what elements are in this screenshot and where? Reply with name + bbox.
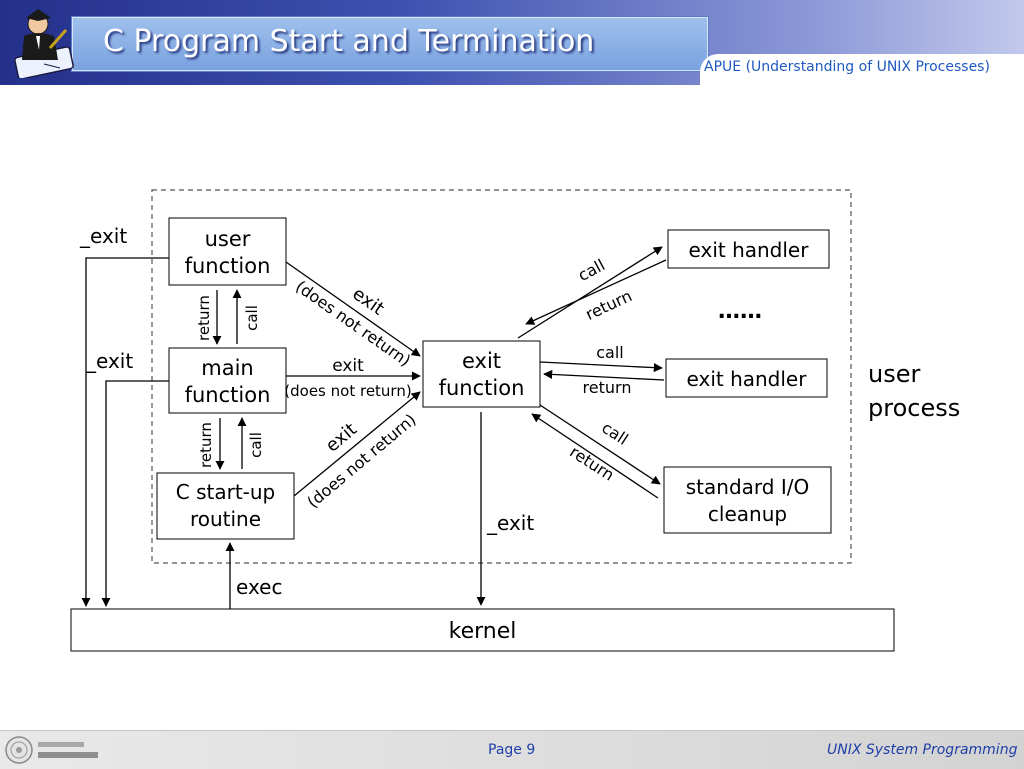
c-startup-routine-box: C start-up routine [156, 472, 295, 540]
course-name: UNIX System Programming [827, 742, 1018, 758]
svg-text:function: function [185, 254, 271, 278]
more-handlers-ellipsis: …… [718, 299, 762, 324]
handler2-return-arrow [543, 369, 665, 381]
title-panel [72, 17, 708, 71]
svg-text:user: user [205, 227, 251, 251]
handler2-call-label: call [596, 343, 624, 362]
exit-handler-box-1: exit handler [667, 229, 830, 269]
handler1-call-arrow [517, 246, 663, 339]
svg-text:standard I/O: standard I/O [686, 475, 809, 499]
main-exit-arrow [101, 380, 169, 607]
startup-to-exit-arrow [293, 391, 421, 497]
subtitle-tab [700, 54, 1024, 85]
svg-text:C start-up: C start-up [176, 480, 276, 504]
startup-exit-note: (does not return) [303, 410, 419, 512]
stdio-call-arrow [539, 404, 661, 485]
startup-exit-word: exit [322, 419, 361, 457]
user-function-box: user function [168, 217, 287, 286]
main-function-box: main function [168, 347, 287, 414]
handler1-return-arrow [525, 259, 667, 325]
handler1-call-label: call [575, 255, 608, 285]
page-number: Page 9 [488, 742, 536, 758]
exit-function-exit-label: _exit [486, 511, 534, 535]
svg-text:exit: exit [462, 349, 501, 373]
user-exit-label: _exit [79, 224, 127, 248]
svg-text:main: main [201, 356, 253, 380]
standard-io-cleanup-box: standard I/O cleanup [663, 466, 832, 534]
stdio-return-arrow [531, 413, 659, 499]
svg-text:cleanup: cleanup [708, 502, 787, 526]
svg-text:kernel: kernel [449, 619, 517, 644]
exit-function-box: exit function [422, 340, 541, 408]
user-main-return-label: return [195, 295, 213, 341]
user-process-region [151, 189, 852, 564]
svg-text:function: function [439, 376, 525, 400]
main-exit-word: exit [332, 356, 364, 376]
user-exit-arrow [81, 257, 169, 607]
svg-text:exit handler: exit handler [687, 367, 808, 391]
main-startup-call-label: call [247, 432, 265, 458]
exec-label: exec [236, 575, 282, 599]
handler2-call-arrow [539, 361, 663, 373]
scholar-writing-logo-icon [14, 9, 74, 78]
svg-text:exit handler: exit handler [689, 238, 810, 262]
user-main-call-label: call [243, 305, 261, 331]
svg-text:routine: routine [190, 507, 261, 531]
stdio-call-label: call [598, 418, 631, 449]
user-to-exit-arrow [285, 261, 421, 357]
page-title: C Program Start and Termination [103, 24, 595, 59]
footer-bar [0, 730, 1024, 769]
svg-text:function: function [185, 383, 271, 407]
subtitle: APUE (Understanding of UNIX Processes) [704, 59, 990, 75]
main-startup-return-label: return [197, 422, 215, 468]
kernel-box: kernel [70, 608, 895, 652]
handler2-return-label: return [583, 378, 632, 397]
main-exit-label: _exit [85, 349, 133, 373]
stdio-return-label: return [566, 442, 617, 485]
exit-handler-box-2: exit handler [665, 358, 828, 398]
university-seal-logo-icon [5, 736, 98, 764]
main-exit-note: (does not return) [284, 382, 411, 400]
